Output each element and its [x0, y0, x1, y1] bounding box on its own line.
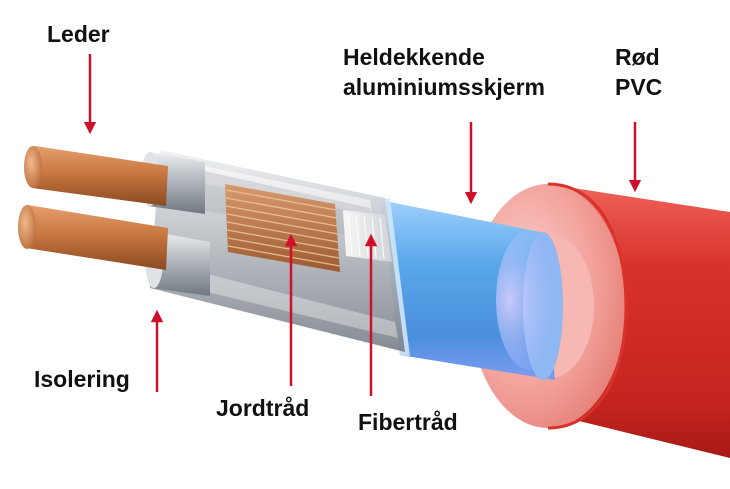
label-pvc-line2: PVC	[615, 74, 663, 100]
label-aluminium-line1: Heldekkende	[343, 44, 485, 70]
conductor-upper	[24, 146, 205, 214]
label-aluminium-line2: aluminiumsskjerm	[343, 74, 545, 100]
label-aluminium: Heldekkende aluminiumsskjerm	[343, 42, 545, 102]
label-isolering: Isolering	[34, 366, 130, 392]
label-fibertrad: Fibertråd	[358, 409, 458, 435]
label-jordtrad: Jordtråd	[216, 395, 310, 421]
earth-wire-braid	[225, 184, 341, 272]
fiber-thread	[343, 210, 392, 262]
conductor-lower	[18, 205, 210, 296]
label-pvc: Rød PVC	[615, 42, 662, 102]
arrows	[83, 54, 642, 396]
label-pvc-line1: Rød	[615, 44, 660, 70]
label-leder: Leder	[47, 21, 110, 47]
